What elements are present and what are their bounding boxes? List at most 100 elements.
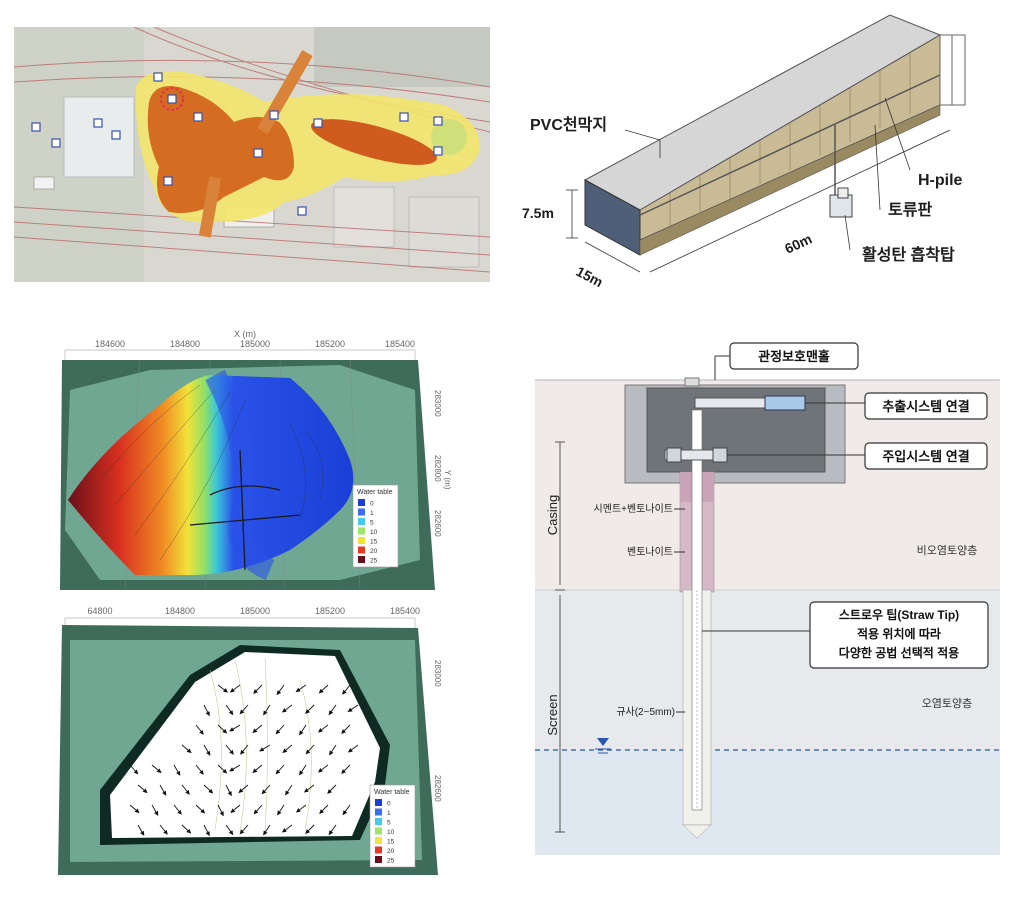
- well-section: 관정보호맨홀 추출시스템 연결 주입시스템 연결 시멘트+벤토나이트 벤토나이트…: [535, 342, 1000, 855]
- flow-arrow: [195, 724, 204, 735]
- wt1-x-tick: 184600: [95, 339, 125, 349]
- flow-arrow: [275, 724, 285, 735]
- tent-label-toryu: 토류판: [888, 201, 932, 219]
- tent-label-carbon: 활성탄 흡착탑: [862, 245, 955, 264]
- tent-structure-panel: PVC천막지 H-pile 토류판 활성탄 흡착탑 7.5m 60m 15m: [500, 10, 1005, 300]
- flow-arrow: [181, 784, 190, 795]
- flow-arrow: [296, 804, 307, 813]
- flow-arrow: [238, 784, 249, 793]
- wt1-y-tick: 282800: [433, 455, 442, 482]
- flow-vector-panel: 64800 184800 185000 185200 185400 283000…: [40, 600, 460, 880]
- flow-arrow: [328, 824, 337, 836]
- flow-arrow: [318, 724, 329, 733]
- flow-arrow: [217, 804, 224, 817]
- flow-arrow: [203, 744, 211, 756]
- well-label-contam-soil: 오염토양층: [922, 697, 973, 710]
- flow-arrow: [225, 824, 234, 836]
- flow-arrow: [203, 704, 210, 717]
- wt2-y-tick: 282600: [433, 775, 442, 802]
- legend-swatch: [375, 846, 382, 854]
- flow-arrow: [347, 704, 359, 713]
- legend-swatch: [375, 837, 382, 844]
- flow-arrow: [229, 724, 241, 732]
- flow-arrow: [151, 804, 159, 816]
- wt1-y-tick: 283000: [433, 390, 442, 417]
- legend-swatch: [375, 799, 382, 806]
- flow-arrow: [253, 804, 263, 815]
- legend-label: 0: [370, 501, 374, 508]
- flow-arrow: [259, 744, 271, 752]
- well-label-straw-2: 적용 위치에 따라: [857, 626, 941, 641]
- flow-arrow: [217, 724, 228, 734]
- legend-swatch: [358, 527, 365, 535]
- flow-arrow: [239, 704, 249, 715]
- well-label-screen: Screen: [545, 694, 560, 735]
- tent-dim-height: 7.5m: [522, 205, 554, 221]
- legend-label: 15: [387, 839, 395, 846]
- legend-swatch: [375, 808, 382, 816]
- well-label-inject: 주입시스템 연결: [882, 449, 969, 464]
- flow-arrow: [305, 824, 315, 834]
- flow-arrow: [341, 724, 351, 734]
- well-label-clean-soil: 비오염토양층: [917, 544, 978, 557]
- flow-arrow: [277, 804, 285, 816]
- flow-arrow: [305, 744, 315, 755]
- flow-arrow: [318, 764, 329, 773]
- flow-arrow: [299, 764, 307, 776]
- legend-label: 5: [387, 820, 391, 827]
- wt2-x-tick: 185400: [390, 606, 420, 616]
- flow-arrow: [282, 744, 293, 753]
- flow-arrow: [299, 724, 307, 736]
- legend-swatch: [358, 556, 365, 563]
- legend-label: 0: [387, 801, 391, 808]
- flow-arrow: [137, 784, 148, 794]
- wt1-x-tick: 185400: [385, 339, 415, 349]
- wt2-y-tick: 283000: [433, 660, 442, 687]
- well-label-cement: 시멘트+벤토나이트: [594, 503, 673, 515]
- legend-swatch: [358, 546, 365, 554]
- well-label-bentonite: 벤토나이트: [627, 546, 673, 558]
- flow-arrow: [230, 804, 241, 813]
- flow-arrow: [342, 804, 351, 816]
- wt1-x-tick: 185200: [315, 339, 345, 349]
- flow-arrows: [129, 684, 359, 837]
- legend-swatch: [358, 537, 365, 544]
- flow-arrow: [129, 804, 140, 814]
- tent-structure: PVC천막지 H-pile 토류판 활성탄 흡착탑 7.5m 60m 15m: [522, 14, 966, 290]
- water-table-contour-panel: X (m) 184600 184800 185000 185200 185400…: [40, 330, 460, 595]
- flow-arrow: [217, 684, 228, 693]
- well-label-manhole: 관정보호맨홀: [758, 349, 830, 364]
- flow-arrow: [181, 824, 192, 834]
- legend-swatch: [375, 856, 382, 863]
- legend-label: 15: [370, 539, 378, 546]
- well-label-straw-1: 스트로우 팁(Straw Tip): [839, 608, 959, 622]
- legend-label: 1: [370, 510, 374, 517]
- flow-arrow: [305, 704, 315, 714]
- flow-arrow: [252, 724, 263, 733]
- wt1-y-tick: 282600: [433, 510, 442, 537]
- well-label-casing: Casing: [545, 495, 560, 535]
- flow-arrow: [225, 744, 234, 755]
- flow-arrow: [239, 824, 249, 835]
- legend-label: 20: [370, 548, 378, 555]
- flow-arrow: [295, 684, 307, 693]
- flow-arrow: [151, 764, 162, 774]
- flow-arrow: [341, 764, 351, 774]
- flow-arrow: [203, 784, 214, 794]
- flow-arrow: [240, 744, 249, 755]
- legend-label: 20: [387, 848, 395, 855]
- flow-arrow: [195, 764, 204, 775]
- legend-swatch: [375, 818, 382, 825]
- flow-arrow: [129, 764, 139, 775]
- well-label-straw-3: 다양한 공법 선택적 적용: [839, 645, 959, 660]
- wt2-x-tick: 185200: [315, 606, 345, 616]
- flow-arrow: [173, 764, 181, 776]
- wt1-y-axis-title: Y (m): [443, 470, 452, 490]
- flow-arrow: [195, 804, 206, 814]
- flow-arrow: [225, 704, 234, 716]
- flow-arrow: [282, 824, 293, 833]
- flow-arrow: [276, 684, 285, 696]
- flow-arrow: [285, 784, 293, 796]
